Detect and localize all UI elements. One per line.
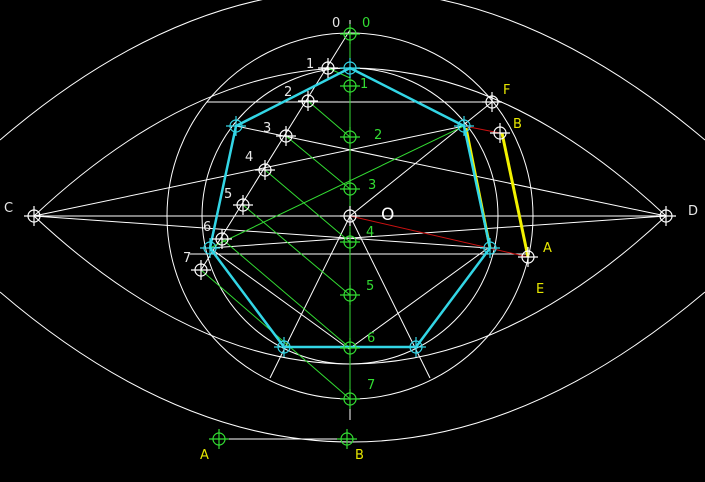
marker-v-2: [480, 238, 500, 258]
marker-v-1: [454, 116, 474, 136]
ray-lower-left: [269, 215, 351, 379]
parallel-3: [285, 135, 351, 190]
label-f: F: [503, 83, 510, 98]
green-number-3: 3: [368, 178, 376, 193]
marker-center-o: [340, 206, 360, 226]
marker-point-a-right: [518, 247, 538, 267]
green-number-1: 1: [360, 77, 368, 92]
marker-g-2: [340, 127, 360, 147]
marker-g-6: [340, 338, 360, 358]
line-f-center: [349, 101, 493, 217]
marker-div-5: [233, 195, 253, 215]
label-c: C: [4, 201, 13, 216]
marker-v-4: [274, 337, 294, 357]
marker-div-3: [276, 126, 296, 146]
white-number-7: 7: [183, 251, 191, 266]
marker-ab-a: [209, 429, 229, 449]
green-number-5: 5: [366, 279, 374, 294]
marker-g-3: [340, 179, 360, 199]
marker-div-6: [212, 229, 232, 249]
parallel-6: [221, 238, 351, 349]
label-center-o: O: [381, 205, 394, 225]
line-d-upper: [235, 125, 667, 217]
line-c-lower: [33, 215, 489, 249]
green-number-0: 0: [362, 16, 370, 31]
marker-div-7: [191, 260, 211, 280]
label-b-right: B: [513, 117, 522, 132]
division-line: [200, 29, 351, 271]
marker-v-3: [406, 337, 426, 357]
upper-arc-1: [0, 0, 705, 141]
white-number-2: 2: [284, 85, 292, 100]
label-a-right: A: [543, 241, 552, 256]
transfer-segment: [500, 132, 530, 258]
chord-left-lower: [209, 247, 350, 350]
marker-point-f: [482, 92, 502, 112]
marker-g-5: [340, 285, 360, 305]
marker-g-0: [340, 24, 360, 44]
green-number-6: 6: [367, 331, 375, 346]
line-d-lower: [209, 215, 667, 249]
marker-v-5: [200, 238, 220, 258]
parallel-2: [307, 100, 351, 138]
marker-g-1: [340, 76, 360, 96]
white-number-3: 3: [263, 121, 271, 136]
green-number-7: 7: [367, 378, 375, 393]
radius-line-red: [349, 215, 529, 258]
label-a-bottom: A: [200, 448, 209, 463]
white-number-6: 6: [203, 220, 211, 235]
line-c-upper: [33, 125, 465, 217]
yellow-segments: [464, 127, 530, 258]
ray-lower-right: [349, 215, 431, 379]
parallel-5: [242, 204, 351, 296]
marker-point-c: [24, 206, 44, 226]
white-number-1: 1: [306, 57, 314, 72]
marker-g-4: [340, 232, 360, 252]
marker-div-2: [298, 91, 318, 111]
label-e: E: [536, 282, 544, 297]
parallel-4: [264, 169, 351, 243]
marker-ab-b: [337, 429, 357, 449]
marker-point-b-right: [490, 123, 510, 143]
lower-arc-1: [0, 291, 705, 443]
white-number-0: 0: [332, 16, 340, 31]
marker-point-d: [656, 206, 676, 226]
marker-div-1: [318, 58, 338, 78]
labels: O C D A B E F A B 0 1 2 3 4 5 6 7 0 1 2 …: [4, 16, 698, 463]
label-b-bottom: B: [355, 448, 364, 463]
white-number-5: 5: [224, 187, 232, 202]
marker-v-0: [340, 58, 360, 78]
green-diagonal: [209, 125, 465, 249]
point-markers: [24, 24, 676, 449]
white-number-4: 4: [245, 150, 253, 165]
marker-div-4: [255, 160, 275, 180]
marker-g-7: [340, 389, 360, 409]
marker-v-6: [226, 116, 246, 136]
label-d: D: [688, 204, 698, 219]
green-number-2: 2: [374, 128, 382, 143]
chord-right-lower: [348, 247, 489, 350]
green-number-4: 4: [366, 225, 374, 240]
